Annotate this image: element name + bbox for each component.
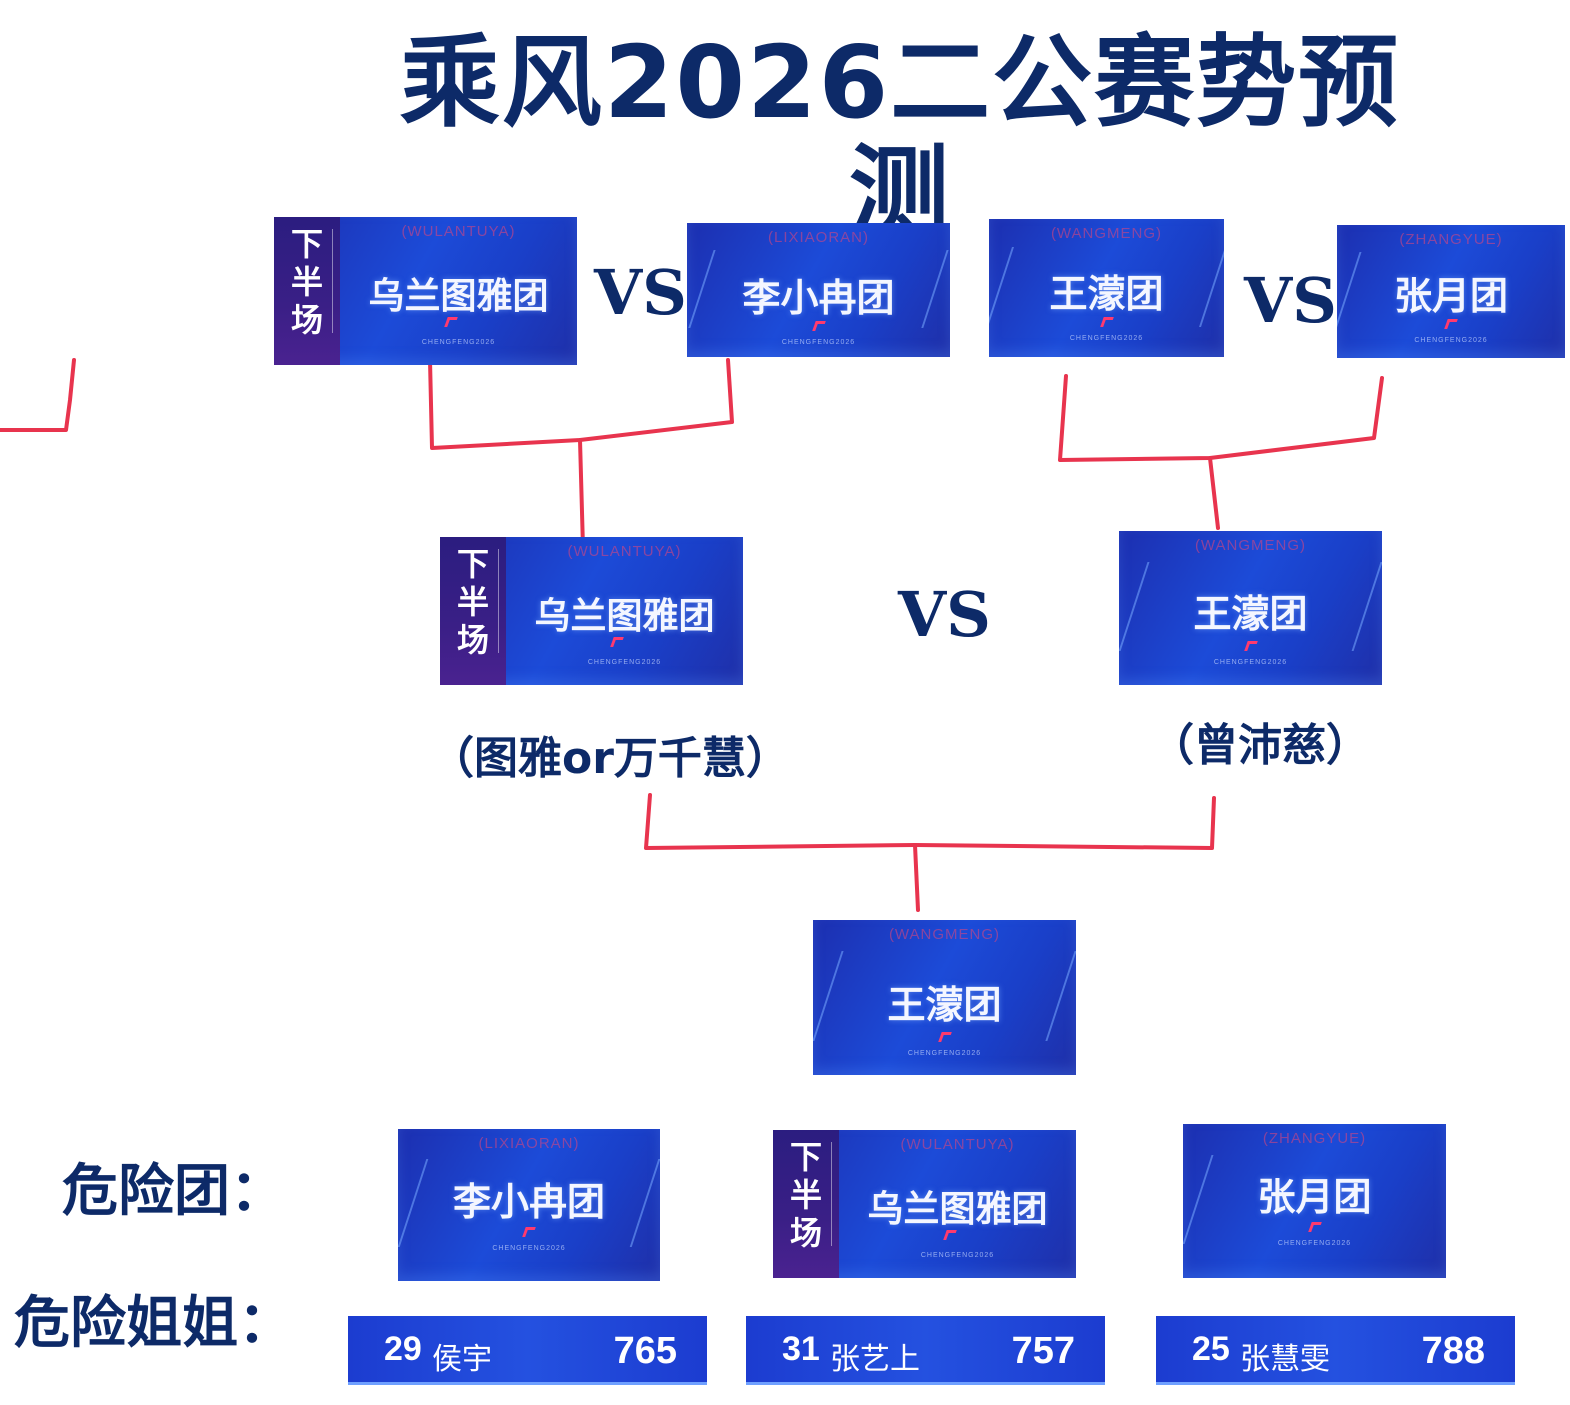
bracket-r1-left bbox=[428, 358, 734, 450]
side-tag-label: 下半场 bbox=[789, 1138, 822, 1252]
logo-icon bbox=[1099, 317, 1114, 327]
sister-score: 757 bbox=[1011, 1330, 1075, 1372]
team-card-wangmeng-r1: (WANGMENG) 王濛团 CHENGFENG2026 bbox=[989, 219, 1224, 357]
team-card-wulantuya-r1: 下半场 (WULANTUYA) 乌兰图雅团 CHENGFENG2026 bbox=[274, 217, 577, 365]
sister-score: 765 bbox=[613, 1330, 677, 1372]
team-name: 李小冉团 bbox=[452, 1180, 605, 1224]
bracket-stub-left bbox=[0, 358, 76, 432]
team-pinyin: (WULANTUYA) bbox=[567, 543, 682, 560]
card-footer: CHENGFENG2026 bbox=[907, 1050, 982, 1057]
bracket-r2 bbox=[644, 793, 1216, 850]
sister-score: 788 bbox=[1421, 1330, 1485, 1372]
divider bbox=[831, 1142, 832, 1246]
danger-sister-bar-1: 29 侯宇 765 bbox=[348, 1316, 707, 1385]
team-pinyin: (WULANTUYA) bbox=[401, 223, 516, 240]
side-tag bbox=[773, 1130, 839, 1278]
prediction-note-left: （图雅or万千慧） bbox=[430, 733, 790, 784]
sister-rank: 29 bbox=[384, 1330, 422, 1368]
logo-icon bbox=[1243, 641, 1258, 651]
team-pinyin: (WULANTUYA) bbox=[900, 1136, 1015, 1153]
team-name: 王濛团 bbox=[1049, 272, 1164, 316]
vs-label-r1-left: VS bbox=[594, 256, 687, 329]
team-name: 李小冉团 bbox=[742, 276, 895, 320]
card-footer: CHENGFENG2026 bbox=[421, 339, 496, 346]
sister-name: 张慧雯 bbox=[1240, 1342, 1330, 1377]
team-pinyin: (WANGMENG) bbox=[1194, 537, 1307, 554]
bracket-r1-left-drop bbox=[578, 438, 585, 550]
sister-name: 张艺上 bbox=[830, 1342, 920, 1377]
bracket-r1-right-drop bbox=[1208, 456, 1220, 530]
team-name: 张月团 bbox=[1393, 274, 1508, 318]
danger-team-card-2: 下半场 (WULANTUYA) 乌兰图雅团 CHENGFENG2026 bbox=[773, 1130, 1076, 1278]
prediction-note-right: （曾沛慈） bbox=[1150, 720, 1370, 771]
card-footer: CHENGFENG2026 bbox=[492, 1245, 566, 1252]
team-name: 乌兰图雅团 bbox=[867, 1189, 1048, 1230]
page-title: 乘风2026二公赛势预测 bbox=[399, 24, 1401, 251]
divider bbox=[332, 229, 333, 333]
team-card-wulantuya-r2: 下半场 (WULANTUYA) 乌兰图雅团 CHENGFENG2026 bbox=[440, 537, 743, 685]
logo-icon bbox=[522, 1227, 536, 1237]
danger-sister-bar-2: 31 张艺上 757 bbox=[746, 1316, 1105, 1385]
card-footer: CHENGFENG2026 bbox=[1277, 1240, 1352, 1247]
team-name: 乌兰图雅团 bbox=[534, 596, 715, 637]
card-footer: CHENGFENG2026 bbox=[587, 659, 662, 666]
bracket-r1-right bbox=[1058, 374, 1384, 462]
team-name: 王濛团 bbox=[1193, 592, 1308, 636]
team-pinyin: (WANGMENG) bbox=[1050, 225, 1163, 242]
danger-sister-bar-3: 25 张慧雯 788 bbox=[1156, 1316, 1515, 1385]
team-pinyin: (ZHANGYUE) bbox=[1399, 231, 1503, 248]
team-name: 乌兰图雅团 bbox=[368, 276, 549, 317]
side-tag bbox=[440, 537, 506, 685]
team-pinyin: (LIXIAORAN) bbox=[767, 229, 869, 246]
card-footer: CHENGFENG2026 bbox=[1069, 335, 1144, 342]
vs-label-r2: VS bbox=[898, 578, 991, 651]
side-tag-label: 下半场 bbox=[456, 545, 489, 659]
team-card-zhangyue-r1: (ZHANGYUE) 张月团 CHENGFENG2026 bbox=[1337, 225, 1565, 358]
sister-rank: 31 bbox=[782, 1330, 820, 1368]
sister-rank: 25 bbox=[1192, 1330, 1230, 1368]
danger-team-card-1: (LIXIAORAN) 李小冉团 CHENGFENG2026 bbox=[398, 1129, 660, 1281]
card-footer: CHENGFENG2026 bbox=[1213, 659, 1288, 666]
card-footer: CHENGFENG2026 bbox=[920, 1252, 995, 1259]
logo-icon bbox=[1307, 1222, 1322, 1232]
side-tag bbox=[274, 217, 340, 365]
team-card-lixiaoran-r1: (LIXIAORAN) 李小冉团 CHENGFENG2026 bbox=[687, 223, 950, 357]
team-name: 王濛团 bbox=[887, 983, 1002, 1027]
team-pinyin: (WANGMENG) bbox=[888, 926, 1001, 943]
sister-name: 侯宇 bbox=[432, 1342, 492, 1377]
vs-label-r1-right: VS bbox=[1244, 264, 1337, 337]
card-footer: CHENGFENG2026 bbox=[781, 339, 856, 346]
team-name: 张月团 bbox=[1257, 1175, 1372, 1219]
team-card-wangmeng-r2: (WANGMENG) 王濛团 CHENGFENG2026 bbox=[1119, 531, 1382, 685]
logo-icon bbox=[1444, 319, 1458, 329]
logo-icon bbox=[811, 321, 826, 331]
team-pinyin: (LIXIAORAN) bbox=[478, 1135, 580, 1152]
side-tag-label: 下半场 bbox=[290, 225, 323, 339]
card-footer: CHENGFENG2026 bbox=[1414, 337, 1488, 344]
team-pinyin: (ZHANGYUE) bbox=[1262, 1130, 1367, 1147]
team-card-wangmeng-final: (WANGMENG) 王濛团 CHENGFENG2026 bbox=[813, 920, 1076, 1075]
danger-teams-label: 危险团： bbox=[62, 1159, 286, 1224]
bracket-r2-drop bbox=[913, 843, 920, 912]
danger-sisters-label: 危险姐姐： bbox=[14, 1291, 294, 1356]
danger-team-card-3: (ZHANGYUE) 张月团 CHENGFENG2026 bbox=[1183, 1124, 1446, 1278]
divider bbox=[498, 549, 499, 653]
logo-icon bbox=[937, 1032, 952, 1042]
